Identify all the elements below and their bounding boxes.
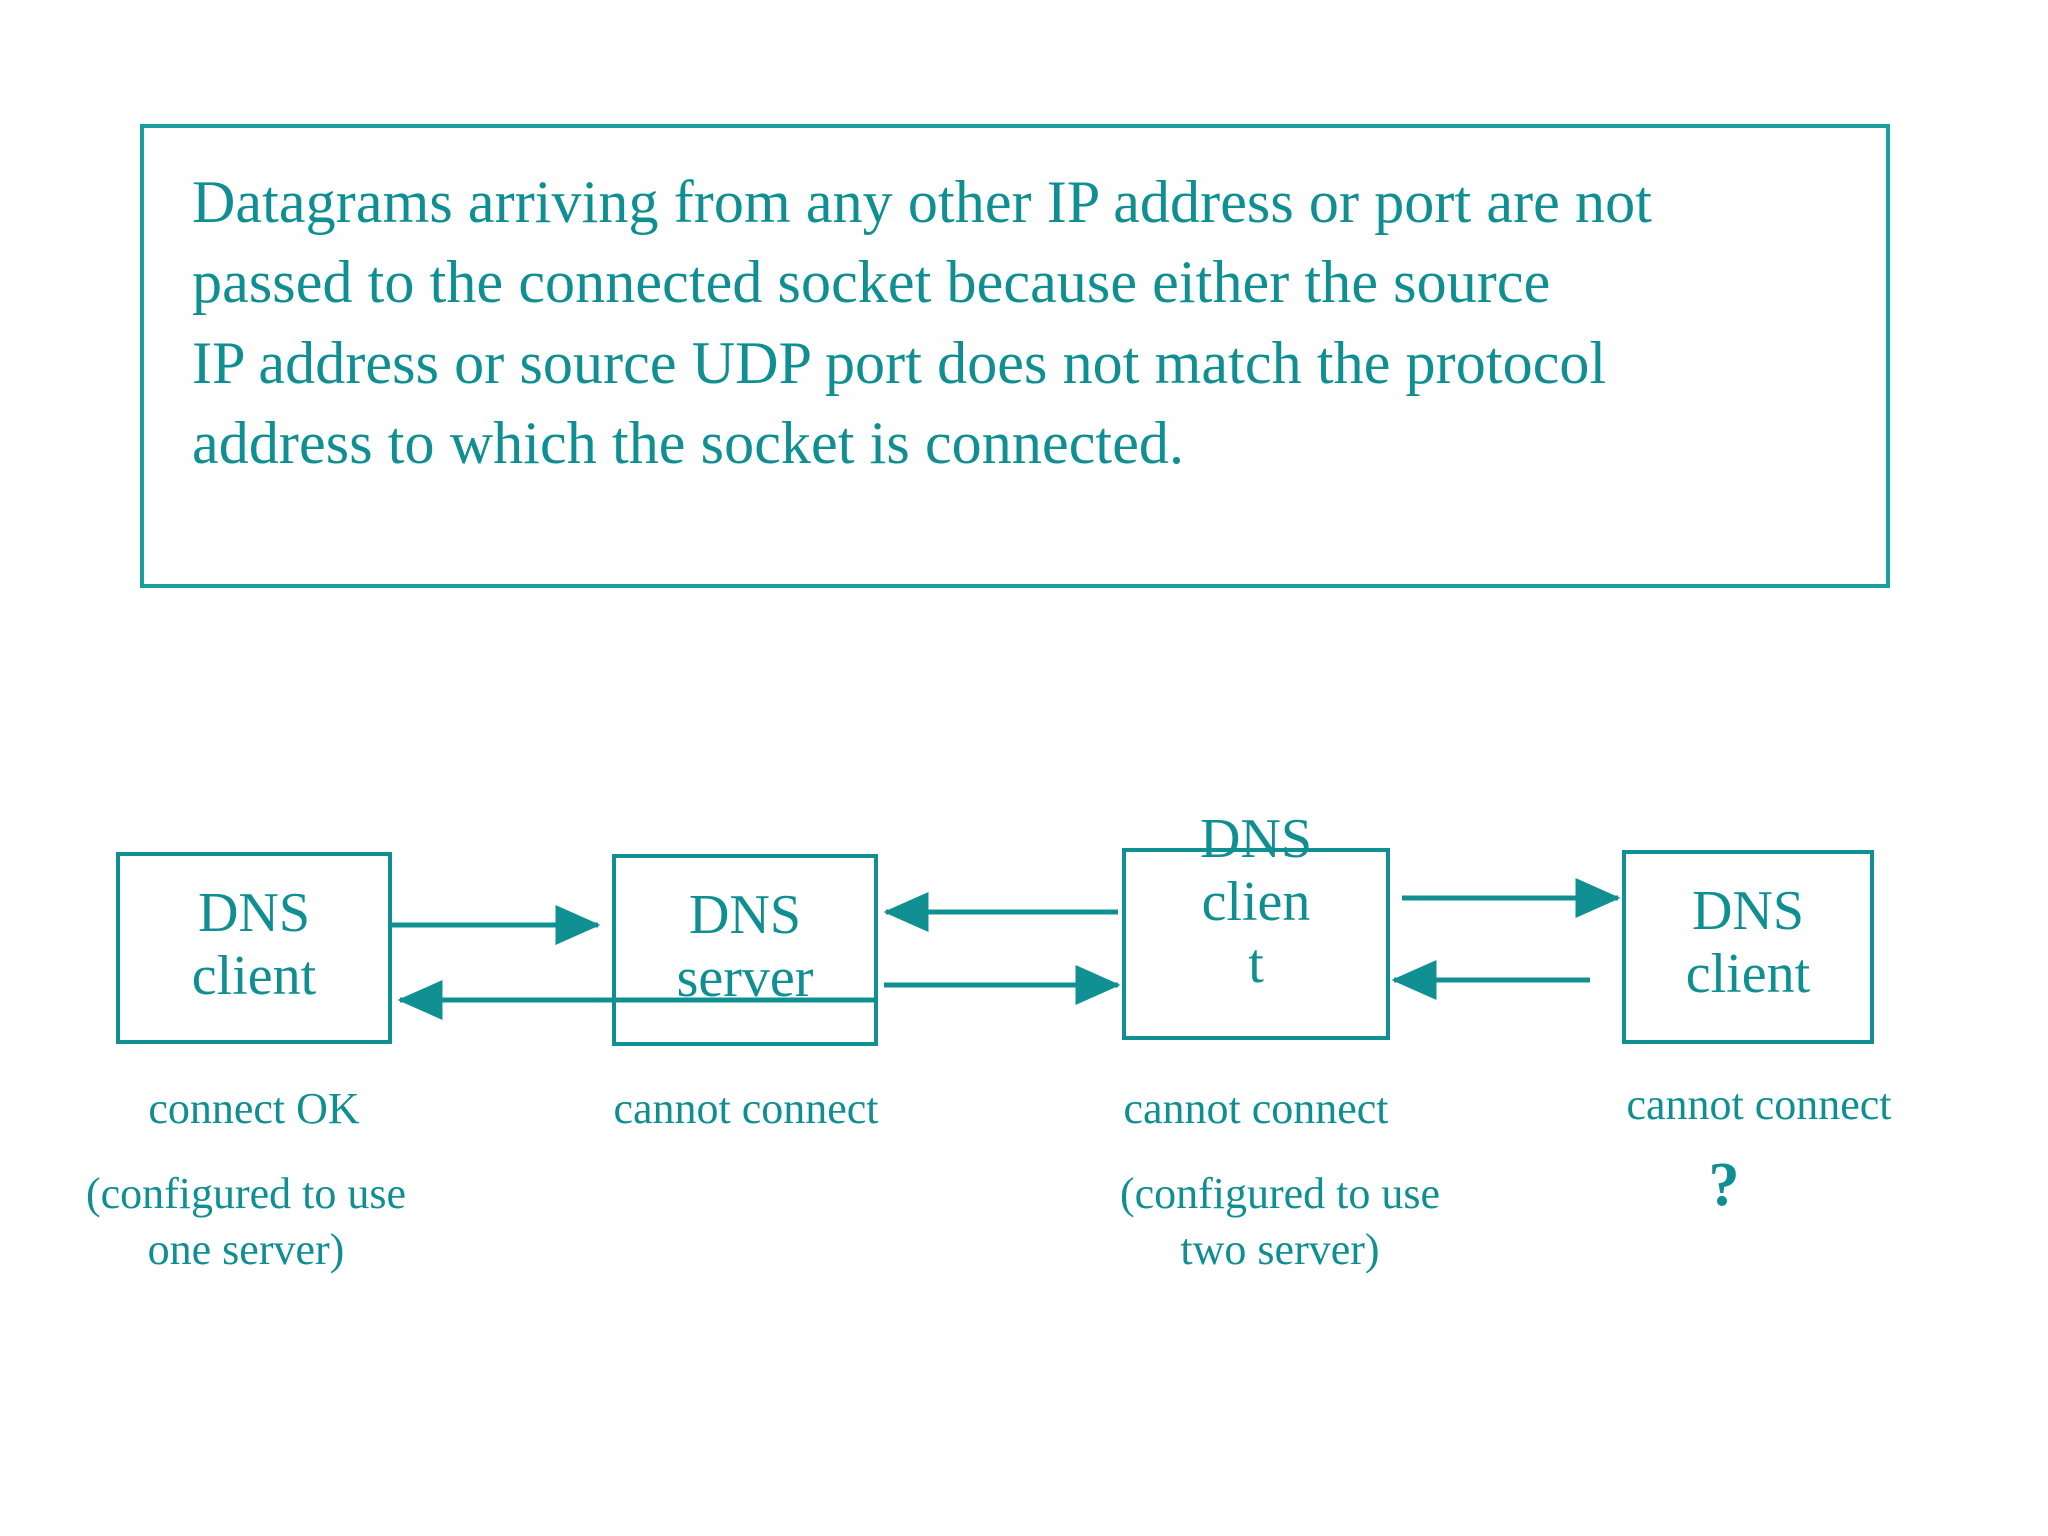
node-label-dns-server: DNS server: [676, 884, 814, 1009]
caption-connect-status-2: cannot connect: [613, 1084, 879, 1133]
statement-line-2: passed to the connected socket because e…: [192, 249, 1551, 316]
config-note-one-server: (configured to use one server): [85, 1169, 407, 1275]
node-box-dns-client-3[interactable]: DNS client: [1622, 850, 1874, 1044]
node-box-dns-client-1[interactable]: DNS client: [116, 852, 392, 1044]
statement-line-1: Datagrams arriving from any other IP add…: [192, 169, 1652, 235]
node-label-dns-client-3: DNS client: [1685, 880, 1811, 1005]
statement-text: Datagrams arriving from any other IP add…: [192, 162, 1852, 484]
config-note-two-server: (configured to use two server): [1119, 1169, 1441, 1275]
node-box-dns-server[interactable]: DNS server: [612, 854, 878, 1046]
node-label-dns-client-1: DNS client: [191, 882, 317, 1007]
question-mark-icon: ?: [1708, 1151, 1740, 1219]
caption-connect-status-4: cannot connect: [1626, 1080, 1892, 1129]
statement-line-4: address to which the socket is connected…: [192, 410, 1185, 477]
node-label-dns-client-2: DNS clien t: [1199, 808, 1313, 996]
node-box-dns-client-2[interactable]: DNS clien t: [1122, 808, 1390, 1040]
caption-connect-status-1: connect OK: [148, 1084, 360, 1133]
statement-box: Datagrams arriving from any other IP add…: [140, 124, 1890, 588]
statement-line-3: IP address or source UDP port does not m…: [192, 329, 1607, 396]
caption-connect-status-3: cannot connect: [1123, 1084, 1389, 1133]
